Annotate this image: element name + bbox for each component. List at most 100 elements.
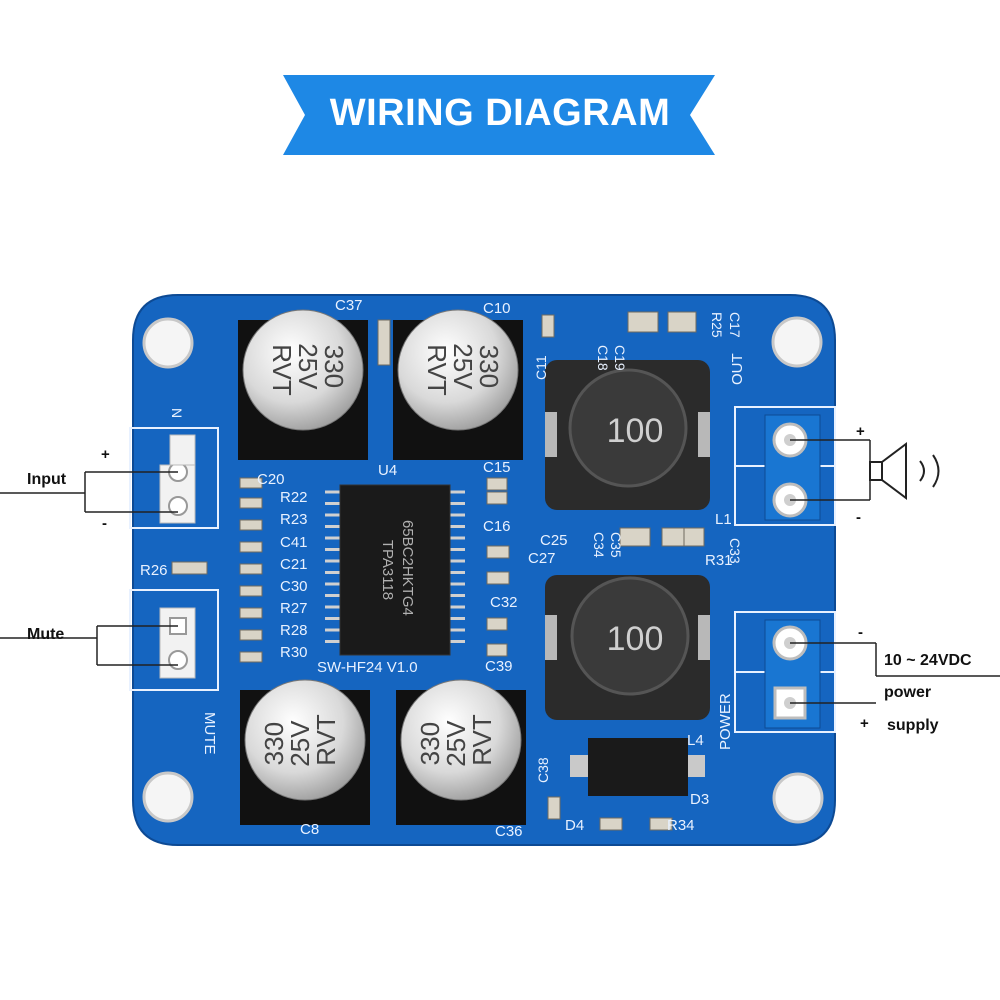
smd-part [239,519,263,531]
speaker-icon [869,442,940,500]
wiring-lines [0,439,1000,704]
silk-c15: C15 [483,459,511,476]
smd-part [239,477,263,489]
capacitor-series: RVT [267,344,297,396]
silk-c25: C25 [540,532,568,549]
smd-part [486,643,508,657]
capacitor-c10: 330 25V RVT [393,309,523,460]
silk-r26: R26 [140,562,168,579]
silk-c20: C20 [257,471,285,488]
label-input-minus: - [102,515,107,532]
silk-d3: D3 [690,791,709,808]
input-header [159,434,196,524]
smd-part [649,817,673,831]
smd-components [171,311,705,831]
silk-c37: C37 [335,297,363,314]
smd-part [377,319,391,366]
silk-r27: R27 [280,600,308,617]
label-input: Input [27,471,67,488]
smd-part [486,617,508,631]
inductor-l1: 100 [545,360,710,510]
silk-c19: C19 [612,345,628,371]
silk-r22: R22 [280,489,308,506]
chip-ref: U4 [378,462,397,479]
smd-part [486,571,510,585]
smd-part [239,607,263,619]
smd-part [541,314,555,338]
smd-part [599,817,623,831]
silk-r31: R31 [705,552,733,569]
smd-part [683,527,705,547]
smd-part [667,311,697,333]
smd-part [239,497,263,509]
label-power-minus: - [858,624,863,641]
svg-text:65BC2HKTG4 TPA3118: 65BC2HKTG4 TPA3118 [379,520,416,620]
capacitor-series: RVT [422,344,452,396]
smd-part [239,541,263,553]
mounting-holes [142,316,824,824]
silk-c39: C39 [485,658,513,675]
input-pin-minus [168,496,188,516]
smd-part [486,477,508,491]
label-power-range: 10 ~ 24VDC [884,652,972,669]
capacitor-voltage: 25V [448,343,478,390]
annotations: Input + - Mute + - - 10 ~ 24VDC power + … [27,423,972,734]
capacitor-series: RVT [311,714,341,766]
label-power-word: power [884,684,931,701]
label-speaker-minus: - [856,509,861,526]
silk-mute: MUTE [201,712,218,755]
mounting-hole [772,772,824,824]
amplifier-chip: U4 65BC2HKTG4 TPA3118 [325,462,465,656]
smd-part [627,311,659,333]
mute-pin-bottom [168,650,188,670]
smd-part [171,561,208,575]
silk-c27: C27 [528,550,556,567]
inductor-value: 100 [607,412,664,450]
silk-c41: C41 [280,534,308,551]
mute-header [159,607,196,679]
capacitor-c8: 330 25V RVT [240,679,370,825]
diode-d3 [570,738,705,796]
capacitor-voltage: 25V [293,343,323,390]
silk-r28: R28 [280,622,308,639]
banner-title: WIRING DIAGRAM [329,92,671,134]
silk-c18: C18 [595,345,611,371]
mounting-hole [142,317,194,369]
capacitor-value: 330 [319,345,349,388]
silk-out: OUT [729,353,746,385]
silk-c35: C35 [608,532,624,558]
chip-marking-1: 65BC2HKTG4 [399,520,416,616]
smd-part [619,527,651,547]
silk-c11: C11 [533,355,549,380]
label-input-plus: + [101,446,110,463]
capacitor-voltage: 25V [441,720,471,767]
svg-text:330 25V RVT: 330 25V RVT [259,713,341,767]
silk-c32: C32 [490,594,518,611]
capacitor-voltage: 25V [285,720,315,767]
silk-power: POWER [717,693,734,750]
power-terminal [764,619,821,729]
chip-marking-2: TPA3118 [379,540,396,600]
silk-model: SW-HF24 V1.0 [317,659,418,676]
silk-n: N [169,408,185,418]
silk-c10: C10 [483,300,511,317]
capacitor-value: 330 [415,722,445,765]
capacitor-value: 330 [474,345,504,388]
capacitor-c36: 330 25V RVT [396,679,526,825]
capacitor-c37: 330 25V RVT [238,309,368,460]
silk-r25: R25 [709,312,725,338]
silk-c8: C8 [300,821,319,838]
silk-r30: R30 [280,644,308,661]
capacitor-value: 330 [259,722,289,765]
svg-text:330 25V RVT: 330 25V RVT [415,713,497,767]
inductor-l4: 100 [545,575,710,720]
silk-c17: C17 [727,312,743,338]
silk-c16: C16 [483,518,511,535]
capacitor-series: RVT [467,714,497,766]
smd-part [239,629,263,641]
smd-part [486,545,510,559]
svg-text:330 25V RVT: 330 25V RVT [267,343,349,397]
label-mute: Mute [27,626,64,643]
silk-c33: C33 [727,538,743,564]
